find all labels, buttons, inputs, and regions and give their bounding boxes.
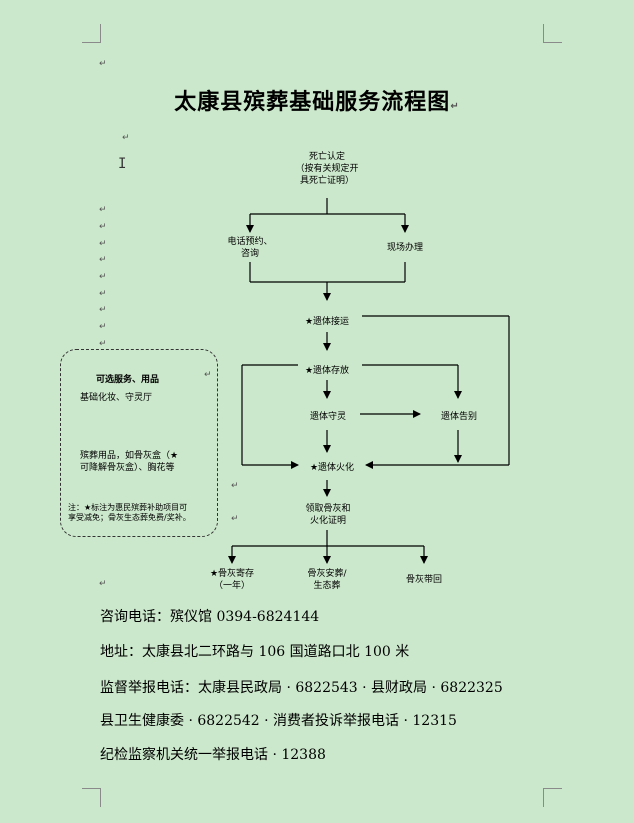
step-storage: ★遗体存放	[292, 365, 362, 377]
consult-phone-line: 咨询电话：殡仪馆 0394-6824144	[100, 609, 320, 625]
paragraph-mark: ↵	[99, 59, 107, 69]
paragraph-mark: ↵	[99, 255, 107, 265]
page-title: 太康县殡葬基础服务流程图↵	[0, 84, 634, 116]
step-onsite: 现场办理	[370, 242, 440, 254]
step-vigil-label: 遗体守灵	[309, 412, 346, 422]
paragraph-mark: ↵	[122, 133, 130, 143]
optional-note-line: 注：★标注为惠民殡葬补助项目可	[68, 503, 188, 512]
optional-note-line: 享受减免；骨灰生态葬免费/奖补。	[68, 513, 191, 522]
step-collect-label: 领取骨灰和	[305, 504, 351, 514]
optional-services-title: 可选服务、用品	[96, 375, 160, 385]
step-cremation-label: ★遗体火化	[309, 463, 355, 473]
step-phone-booking-label: 咨询	[240, 249, 259, 259]
paragraph-mark: ↵	[231, 481, 239, 491]
paragraph-mark: ↵	[99, 339, 107, 349]
corner-mark-bottom-right	[543, 788, 562, 807]
outcome-ash-burial: 骨灰安葬/ 生态葬	[293, 568, 361, 592]
text-cursor: I	[118, 156, 127, 172]
step-phone-booking-label: 电话预约、	[227, 237, 273, 247]
discipline-phone-line: 纪检监察机关统一举报电话 · 12388	[100, 747, 326, 763]
paragraph-mark: ↵	[450, 101, 460, 112]
outcome-ash-storage: ★骨灰寄存 （一年）	[196, 568, 268, 592]
paragraph-mark: ↵	[99, 289, 107, 299]
address-line: 地址：太康县北二环路与 106 国道路口北 100 米	[100, 644, 410, 660]
outcome-ash-burial-label: 生态葬	[313, 581, 341, 591]
step-storage-label: ★遗体存放	[304, 366, 350, 376]
step-transport: ★遗体接运	[292, 316, 362, 328]
paragraph-mark: ↵	[99, 579, 107, 589]
step-transport-label: ★遗体接运	[304, 317, 350, 327]
step-farewell-label: 遗体告别	[440, 412, 477, 422]
corner-mark-top-right	[543, 24, 562, 43]
step-death-confirm-label: 死亡认定	[308, 152, 345, 162]
outcome-ash-storage-label: （一年）	[213, 581, 250, 591]
outcome-ash-burial-label: 骨灰安葬/	[307, 569, 347, 579]
outcome-ash-takehome: 骨灰带回	[392, 574, 456, 586]
step-farewell: 遗体告别	[424, 411, 494, 423]
paragraph-mark: ↵	[99, 272, 107, 282]
page-title-text: 太康县殡葬基础服务流程图	[174, 90, 451, 115]
outcome-ash-storage-label: ★骨灰寄存	[209, 569, 255, 579]
flowchart-lines	[228, 198, 510, 564]
corner-mark-bottom-left	[82, 788, 101, 807]
paragraph-mark: ↵	[99, 205, 107, 215]
optional-item-supplies-line: 可降解骨灰盒）、胸花等	[80, 463, 175, 473]
step-onsite-label: 现场办理	[386, 243, 423, 253]
step-death-confirm-note: （按有关规定开	[295, 164, 359, 174]
step-collect: 领取骨灰和 火化证明	[288, 503, 368, 527]
step-death-confirm-note: 具死亡证明）	[299, 176, 354, 186]
paragraph-mark: ↵	[231, 514, 239, 524]
corner-mark-top-left	[82, 24, 101, 43]
step-death-confirm: 死亡认定 （按有关规定开 具死亡证明）	[272, 151, 382, 187]
paragraph-mark: ↵	[99, 222, 107, 232]
step-collect-label: 火化证明	[309, 516, 346, 526]
paragraph-mark: ↵	[99, 322, 107, 332]
step-cremation: ★遗体火化	[298, 462, 366, 474]
step-vigil: 遗体守灵	[296, 411, 360, 423]
paragraph-mark: ↵	[99, 239, 107, 249]
paragraph-mark: ↵	[99, 305, 107, 315]
optional-services-box	[60, 349, 218, 537]
optional-note: 注：★标注为惠民殡葬补助项目可 享受减免；骨灰生态葬免费/奖补。	[68, 503, 191, 523]
optional-item-supplies: 殡葬用品，如骨灰盒（★ 可降解骨灰盒）、胸花等	[80, 450, 178, 474]
health-phone-line: 县卫生健康委 · 6822542 · 消费者投诉举报电话 · 12315	[100, 713, 457, 729]
outcome-ash-takehome-label: 骨灰带回	[405, 575, 442, 585]
paragraph-mark: ↵	[204, 370, 212, 380]
supervise-phone-line: 监督举报电话：太康县民政局 · 6822543 · 县财政局 · 6822325	[100, 680, 503, 696]
optional-item-supplies-line: 殡葬用品，如骨灰盒（★	[80, 451, 179, 461]
step-phone-booking: 电话预约、 咨询	[212, 236, 288, 260]
optional-item-makeup: 基础化妆、守灵厅	[80, 393, 153, 403]
